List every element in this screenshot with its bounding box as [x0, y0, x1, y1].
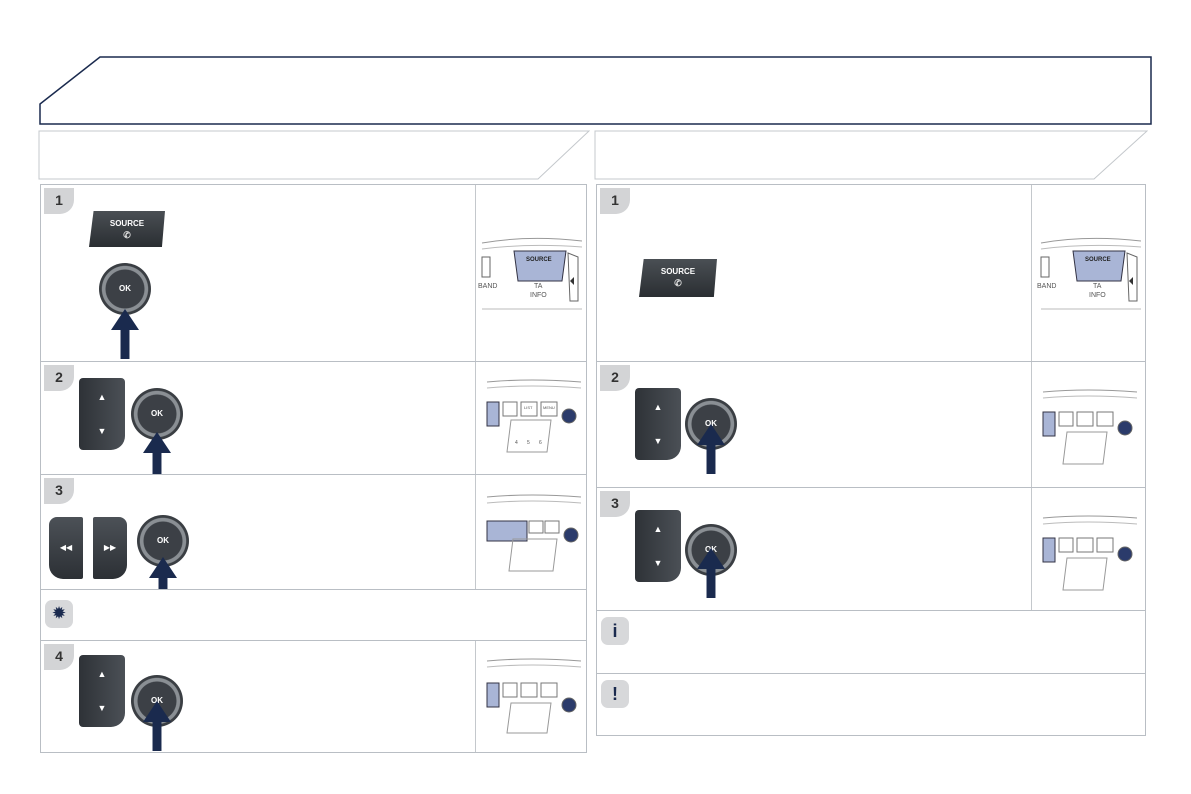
phone-icon: ✆	[123, 230, 131, 240]
control-panel-thumbnail	[481, 653, 583, 741]
thumb-band-text: BAND	[478, 283, 498, 290]
press-arrow-icon	[111, 309, 139, 359]
up-arrow-icon: ▲	[653, 402, 663, 412]
radio-source-thumbnail: SOURCE BAND TA INFO	[1037, 235, 1141, 315]
up-arrow-icon: ▲	[653, 524, 663, 534]
left-tip-row: ✹	[40, 589, 587, 641]
thumb-key-4: 4	[515, 440, 518, 446]
left-step-1: 1 SOURCE ✆ OK SOURCE BAND TA INFO	[40, 184, 587, 362]
down-arrow-icon: ▼	[653, 436, 663, 446]
divider	[1031, 362, 1032, 487]
up-down-rocker[interactable]: ▲ ▼	[79, 378, 125, 450]
divider	[475, 641, 476, 752]
thumb-ta-text: TA	[534, 283, 543, 290]
source-label: SOURCE	[109, 219, 145, 228]
ok-button[interactable]: OK	[99, 263, 151, 315]
control-panel-thumbnail	[1037, 510, 1139, 598]
up-down-rocker[interactable]: ▲ ▼	[79, 655, 125, 727]
thumb-menu-text: MENU	[543, 405, 555, 410]
up-arrow-icon: ▲	[97, 669, 107, 679]
thumb-band-text: BAND	[1037, 283, 1057, 290]
divider	[475, 185, 476, 361]
step-number: 1	[44, 188, 74, 214]
control-panel-thumbnail	[1037, 384, 1139, 472]
step-number: 3	[600, 491, 630, 517]
source-button[interactable]: SOURCE ✆	[639, 259, 717, 297]
radio-source-thumbnail: SOURCE BAND TA INFO	[478, 235, 582, 315]
thumb-key-6: 6	[539, 440, 542, 446]
left-section-header	[38, 130, 590, 180]
step-number: 1	[600, 188, 630, 214]
thumb-key-5: 5	[527, 440, 530, 446]
warning-icon: !	[601, 680, 629, 708]
thumb-ta-text: TA	[1093, 283, 1102, 290]
divider	[475, 362, 476, 474]
up-arrow-icon: ▲	[97, 392, 107, 402]
down-arrow-icon: ▼	[653, 558, 663, 568]
sun-tip-icon: ✹	[45, 600, 73, 628]
thumb-info-text: INFO	[1089, 292, 1106, 299]
left-step-3: 3 ◀◀ ▶▶ OK	[40, 474, 587, 607]
rewind-button[interactable]: ◀◀	[49, 517, 83, 579]
control-panel-thumbnail: LIST MENU 4 5 6	[481, 374, 583, 462]
up-down-rocker[interactable]: ▲ ▼	[635, 388, 681, 460]
phone-icon: ✆	[674, 278, 682, 288]
thumb-info-text: INFO	[530, 292, 547, 299]
divider	[1031, 185, 1032, 361]
down-arrow-icon: ▼	[97, 426, 107, 436]
thumb-source-text: SOURCE	[1085, 257, 1111, 263]
source-label: SOURCE	[660, 267, 696, 276]
fast-forward-button[interactable]: ▶▶	[93, 517, 127, 579]
left-step-2: 2 ▲ ▼ OK LIST MENU 4 5 6	[40, 361, 587, 482]
source-button[interactable]: SOURCE ✆	[89, 211, 165, 247]
right-step-1: 1 SOURCE ✆ SOURCE BAND TA INFO	[596, 184, 1146, 362]
right-step-2: 2 ▲ ▼ OK	[596, 361, 1146, 488]
right-section-header	[594, 130, 1148, 180]
thumb-source-text: SOURCE	[526, 257, 552, 263]
divider	[475, 475, 476, 589]
thumb-list-text: LIST	[524, 405, 533, 410]
step-number: 2	[600, 365, 630, 391]
page-header-banner	[39, 56, 1152, 125]
down-arrow-icon: ▼	[97, 703, 107, 713]
left-step-4: 4 ▲ ▼ OK	[40, 640, 587, 753]
step-number: 4	[44, 644, 74, 670]
info-icon: i	[601, 617, 629, 645]
up-down-rocker[interactable]: ▲ ▼	[635, 510, 681, 582]
divider	[1031, 488, 1032, 610]
control-panel-thumbnail	[481, 489, 583, 577]
right-info-row: i	[596, 610, 1146, 674]
step-number: 3	[44, 478, 74, 504]
step-number: 2	[44, 365, 74, 391]
right-step-3: 3 ▲ ▼ OK	[596, 487, 1146, 611]
ok-button[interactable]: OK	[131, 388, 183, 440]
right-warning-row: !	[596, 673, 1146, 736]
